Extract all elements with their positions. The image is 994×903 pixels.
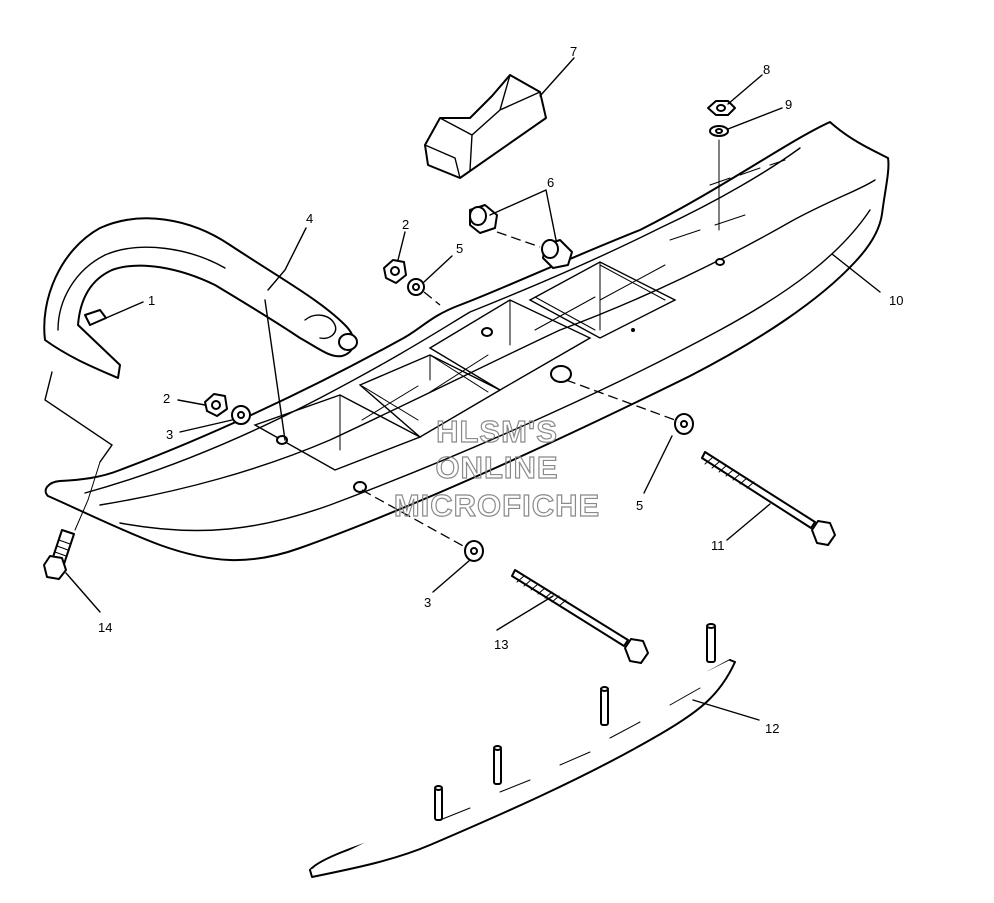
callout-labels: 1 2 2 3 3 4 5 5 6 7 8 9 10 11 12 13 14 bbox=[98, 44, 903, 736]
callout-12: 12 bbox=[765, 721, 779, 736]
callout-3a: 3 bbox=[166, 427, 173, 442]
bolt-13-assembly bbox=[361, 489, 649, 664]
watermark: HLSM'S ONLINE MICROFICHE bbox=[393, 413, 600, 523]
callout-13: 13 bbox=[494, 637, 508, 652]
bolt-14 bbox=[43, 461, 101, 580]
callout-5b: 5 bbox=[636, 498, 643, 513]
callout-2a: 2 bbox=[402, 217, 409, 232]
callout-1: 1 bbox=[148, 293, 155, 308]
callout-5a: 5 bbox=[456, 241, 463, 256]
wear-bar bbox=[309, 623, 736, 878]
callout-9: 9 bbox=[785, 97, 792, 112]
ski-body bbox=[44, 121, 890, 562]
callout-6: 6 bbox=[547, 175, 554, 190]
bushings bbox=[469, 204, 573, 269]
callout-3b: 3 bbox=[424, 595, 431, 610]
callout-10: 10 bbox=[889, 293, 903, 308]
callout-14: 14 bbox=[98, 620, 112, 635]
bolt-11-assembly bbox=[565, 379, 836, 546]
watermark-line-1: HLSM'S bbox=[436, 414, 558, 449]
callout-8: 8 bbox=[763, 62, 770, 77]
callout-7: 7 bbox=[570, 44, 577, 59]
callout-11: 11 bbox=[711, 538, 725, 553]
callout-2b: 2 bbox=[163, 391, 170, 406]
watermark-line-3: MICROFICHE bbox=[394, 488, 600, 523]
leader-lines bbox=[44, 57, 881, 721]
wear-pad bbox=[424, 74, 547, 179]
callout-4: 4 bbox=[306, 211, 313, 226]
watermark-line-2: ONLINE bbox=[435, 450, 558, 485]
ski-loop bbox=[43, 217, 358, 379]
